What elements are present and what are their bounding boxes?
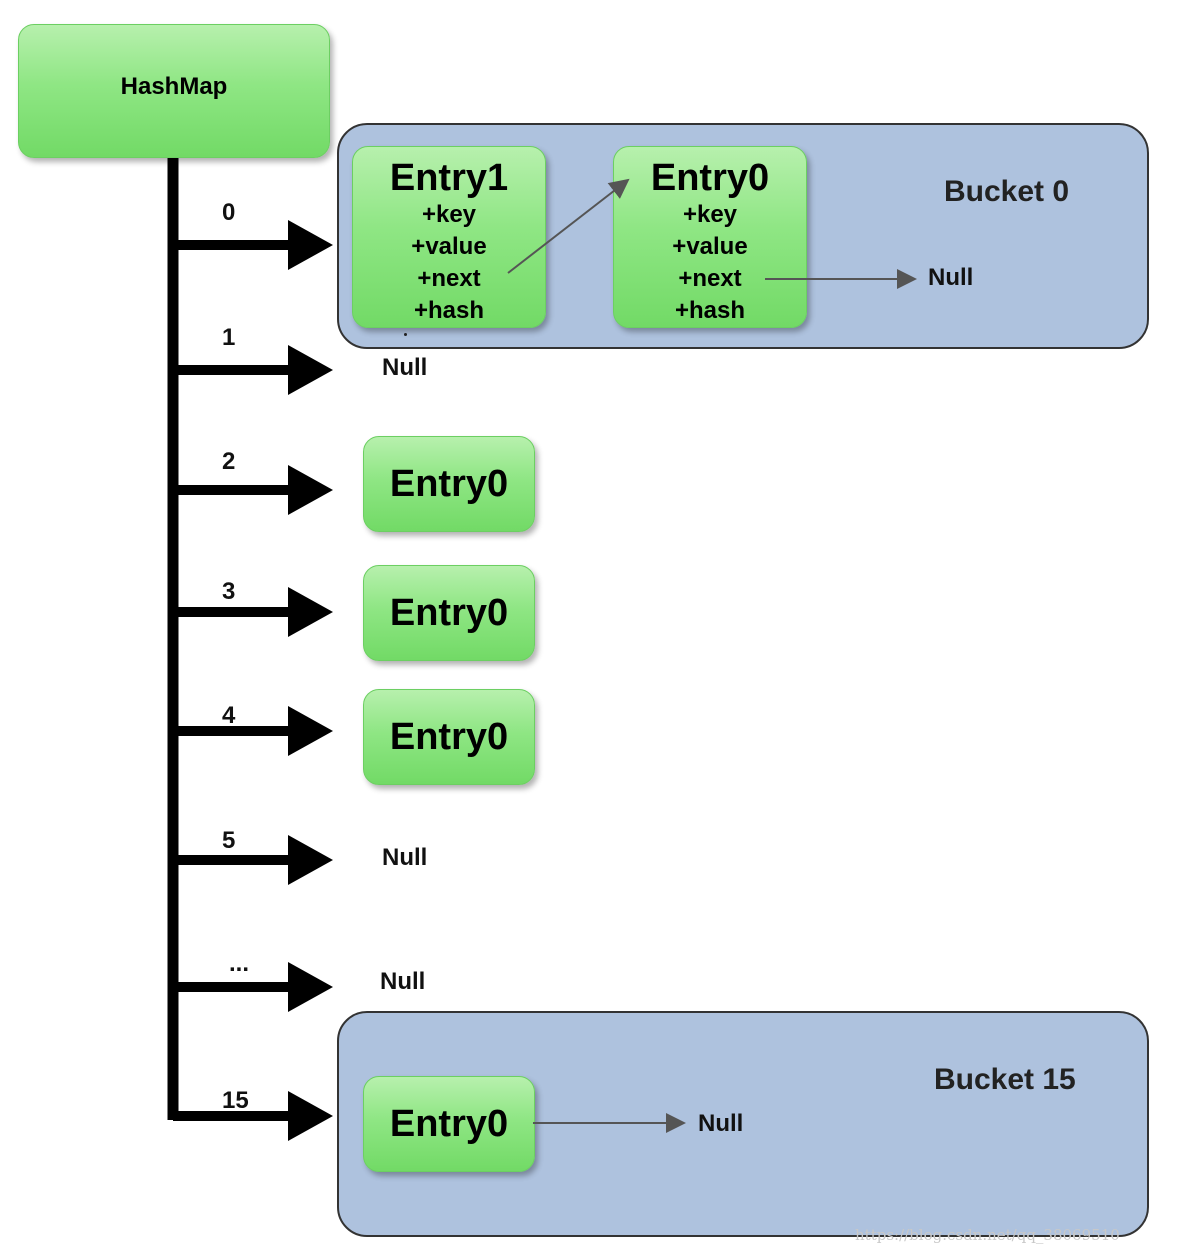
slot5-null-label: Null <box>382 844 428 871</box>
bucket0-entry0-node: Entry0 +key +value +next +hash <box>613 146 807 328</box>
bucket0-entry1-node: Entry1 +key +value +next +hash <box>352 146 546 328</box>
slot4-entry0-title: Entry0 <box>389 716 509 758</box>
entry1-next-link <box>507 178 630 274</box>
hashmap-node: HashMap <box>18 24 330 158</box>
index-label-ellipsis: ... <box>229 950 250 977</box>
branch-arrow-ellipsis <box>173 962 333 1012</box>
slot3-entry0-title: Entry0 <box>389 592 509 634</box>
slot2-entry0-node: Entry0 <box>363 436 535 532</box>
bucket0-entry1-field-next: +next <box>417 265 481 292</box>
branch-arrow-2 <box>173 465 333 515</box>
branch-arrow-4 <box>173 706 333 756</box>
bucket0-entry1-title: Entry1 <box>389 157 509 199</box>
bucket0-title: Bucket 0 <box>944 175 1070 208</box>
bucket0-entry0-field-key: +key <box>682 201 738 228</box>
branch-arrow-3 <box>173 587 333 637</box>
branch-arrow-0 <box>173 220 333 270</box>
branch-arrow-5 <box>173 835 333 885</box>
index-label-5: 5 <box>222 827 236 854</box>
bucket15-entry0-node: Entry0 <box>363 1076 535 1172</box>
watermark: https://blog.csdn.net/qq_38069510 <box>855 1226 1120 1244</box>
index-label-0: 0 <box>222 199 236 226</box>
hashmap-label: HashMap <box>120 73 228 100</box>
bucket0-entry1-field-key: +key <box>421 201 477 228</box>
index-label-4: 4 <box>222 702 236 729</box>
index-label-3: 3 <box>222 578 236 605</box>
bucket0-entry0-field-value: +value <box>672 233 748 260</box>
bucket0-entry1-field-value: +value <box>411 233 487 260</box>
slot1-null-label: Null <box>382 354 428 381</box>
slot4-entry0-node: Entry0 <box>363 689 535 785</box>
bucket0-entry0-title: Entry0 <box>650 157 770 199</box>
bucket0-null-label: Null <box>928 264 974 291</box>
bucket0-entry1-field-hash: +hash <box>413 297 485 324</box>
bucket15-title: Bucket 15 <box>934 1063 1076 1096</box>
slot2-entry0-title: Entry0 <box>389 463 509 505</box>
index-label-2: 2 <box>222 448 236 475</box>
slot-ellipsis-null-label: Null <box>380 968 426 995</box>
index-label-15: 15 <box>222 1087 249 1114</box>
bucket15-entry0-title: Entry0 <box>389 1103 509 1145</box>
bucket0-entry0-field-next: +next <box>678 265 742 292</box>
slot1-dot <box>404 333 407 336</box>
index-label-1: 1 <box>222 324 236 351</box>
branch-arrow-1 <box>173 345 333 395</box>
branch-arrow-15 <box>173 1091 333 1141</box>
bucket0-entry0-field-hash: +hash <box>674 297 746 324</box>
slot3-entry0-node: Entry0 <box>363 565 535 661</box>
bucket15-null-label: Null <box>698 1110 744 1137</box>
